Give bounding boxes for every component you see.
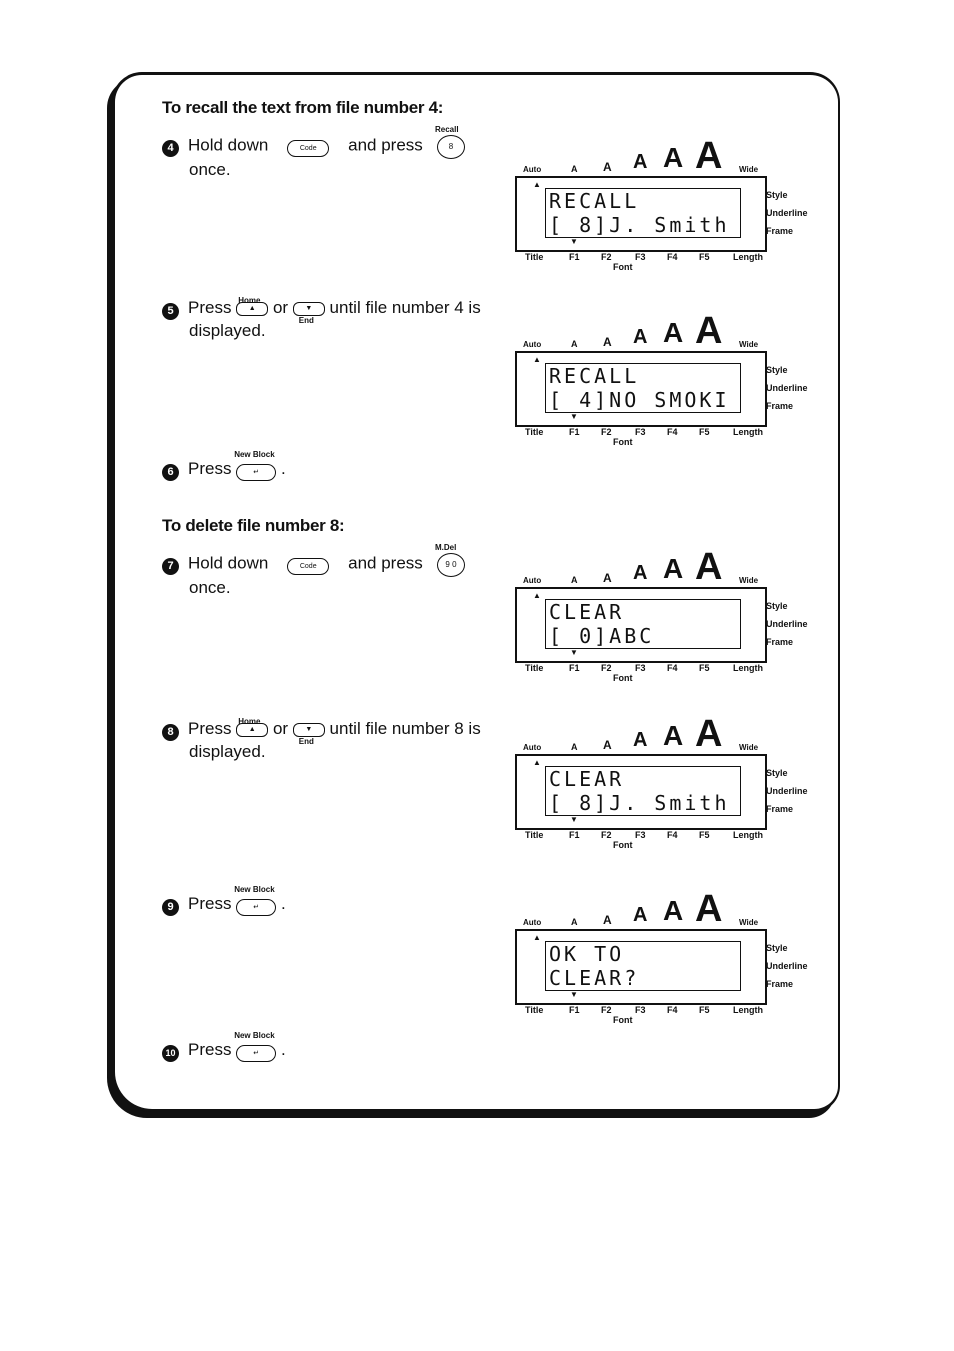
delete-heading: To delete file number 8:	[162, 516, 345, 535]
code-key: Code	[287, 140, 330, 158]
instruction-panel	[112, 72, 840, 1112]
recall-heading: To recall the text from file number 4:	[162, 98, 444, 117]
lcd-screen: ▲ RECALL[ 8]J. Smith ▼	[515, 176, 767, 252]
lcd-line-1: RECALL	[549, 189, 640, 213]
home-key: Home▲	[236, 296, 269, 320]
code-key: Code	[287, 558, 330, 576]
lcd-line-2: [ 8]J. Smith	[549, 213, 730, 237]
new-block-key: New Block↵	[234, 1031, 277, 1063]
new-block-key: New Block↵	[234, 885, 277, 917]
step-number: 4	[162, 140, 179, 158]
end-key: ▼End	[292, 298, 325, 325]
home-key: Home▲	[236, 717, 269, 741]
size-indicators: Auto A A A A A Wide	[523, 135, 759, 177]
new-block-key: New Block↵	[234, 450, 277, 482]
end-key: ▼End	[292, 719, 325, 746]
